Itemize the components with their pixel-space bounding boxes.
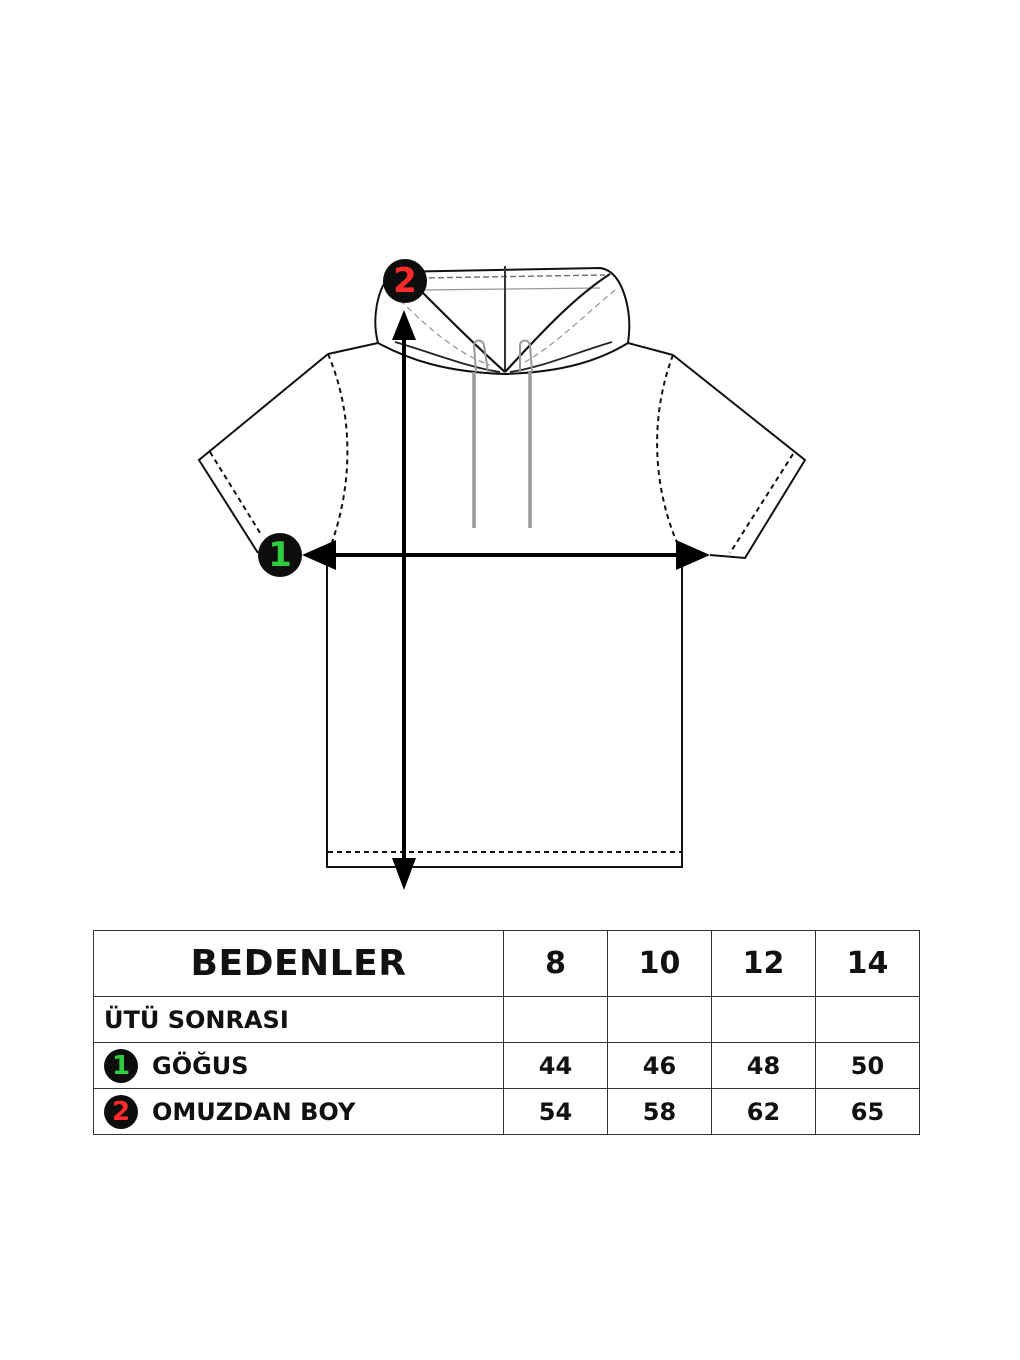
size-header-14: 14 xyxy=(815,930,920,997)
table-cell xyxy=(607,996,712,1043)
chest-marker-icon: 1 xyxy=(104,1048,138,1083)
size-chart-table: BEDENLER 8 10 12 14 ÜTÜ SONRASI 1 GÖĞUS … xyxy=(93,930,920,1135)
table-cell: 50 xyxy=(815,1042,920,1089)
length-marker-number: 2 xyxy=(393,261,417,301)
marker-number: 2 xyxy=(111,1096,131,1127)
size-header-10: 10 xyxy=(607,930,712,997)
row-label-length-from-shoulder: 2 OMUZDAN BOY xyxy=(93,1088,504,1135)
table-row: 2 OMUZDAN BOY 54 58 62 65 xyxy=(93,1088,920,1135)
chest-marker-icon: 1 xyxy=(258,533,302,577)
table-cell xyxy=(815,996,920,1043)
hooded-tshirt-outline-icon xyxy=(197,266,807,890)
table-header-row: BEDENLER 8 10 12 14 xyxy=(93,930,920,997)
table-row: 1 GÖĞUS 44 46 48 50 xyxy=(93,1042,920,1089)
marker-number: 1 xyxy=(111,1050,131,1081)
table-cell: 48 xyxy=(711,1042,816,1089)
size-header-8: 8 xyxy=(503,930,608,997)
table-cell: 54 xyxy=(503,1088,608,1135)
table-cell: 65 xyxy=(815,1088,920,1135)
chest-marker-number: 1 xyxy=(268,535,292,575)
table-title: BEDENLER xyxy=(93,930,504,997)
length-marker-icon: 2 xyxy=(104,1094,138,1129)
garment-measurement-diagram: 1 2 xyxy=(197,259,807,890)
row-label-text: OMUZDAN BOY xyxy=(152,1097,356,1126)
table-cell: 46 xyxy=(607,1042,712,1089)
row-label-chest: 1 GÖĞUS xyxy=(93,1042,504,1089)
table-cell: 44 xyxy=(503,1042,608,1089)
table-row: ÜTÜ SONRASI xyxy=(93,996,920,1043)
length-marker-icon: 2 xyxy=(383,259,427,303)
row-label-after-ironing: ÜTÜ SONRASI xyxy=(93,996,504,1043)
table-cell: 62 xyxy=(711,1088,816,1135)
table-cell xyxy=(503,996,608,1043)
table-cell: 58 xyxy=(607,1088,712,1135)
table-cell xyxy=(711,996,816,1043)
row-label-text: GÖĞUS xyxy=(152,1051,249,1080)
size-header-12: 12 xyxy=(711,930,816,997)
row-label-text: ÜTÜ SONRASI xyxy=(104,1005,289,1034)
